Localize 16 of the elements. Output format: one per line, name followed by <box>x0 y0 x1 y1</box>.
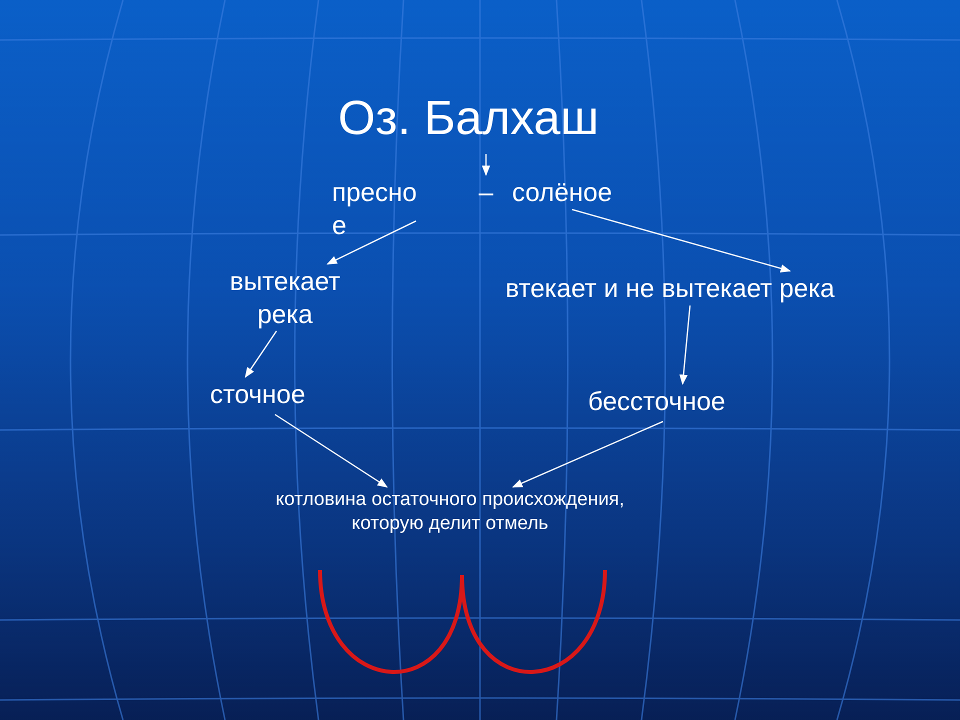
arrow <box>572 208 791 272</box>
node-label: вытекает река <box>200 265 370 330</box>
arrow <box>326 220 416 265</box>
node-label: сточное <box>210 378 328 410</box>
arrow <box>244 330 278 378</box>
arrow <box>482 154 490 176</box>
node-label: солёное <box>512 176 632 208</box>
arrow <box>679 305 691 386</box>
node-label: бессточное <box>588 385 760 418</box>
node-label: – <box>476 176 496 208</box>
arrow <box>512 420 664 488</box>
node-label: втекает и не вытекает река <box>470 272 870 304</box>
result-text: котловина остаточного происхождения, которую делит отмель <box>240 488 660 536</box>
node-label: пресное <box>332 176 424 241</box>
arrow <box>274 414 388 488</box>
diagram-title: Оз. Балхаш <box>338 95 599 143</box>
